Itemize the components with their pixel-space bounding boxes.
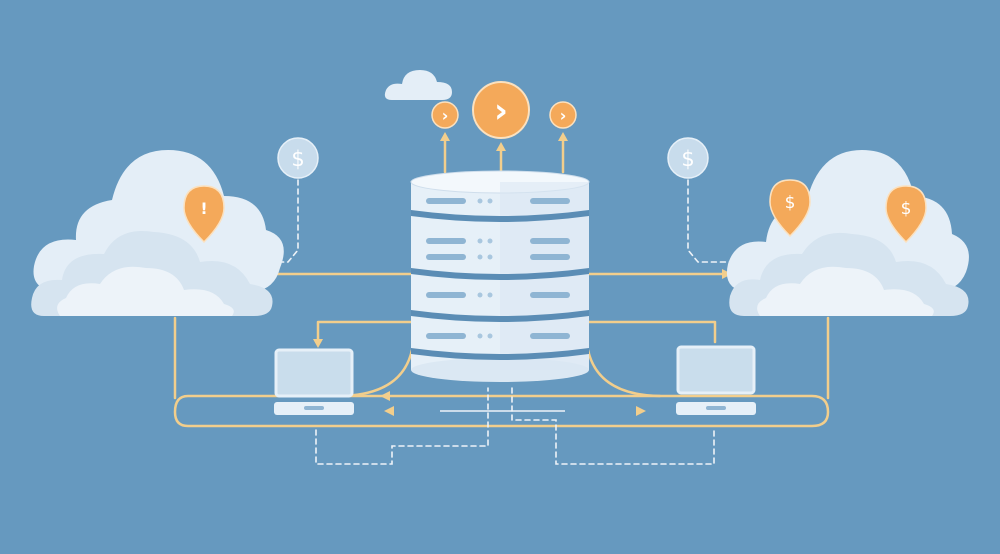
dashed-right-coin-to-cloud (687, 179, 731, 263)
pin-right-a (769, 179, 811, 238)
dollar-pin-icon: $ (901, 199, 912, 219)
server-led (477, 333, 483, 339)
server-led (477, 292, 483, 298)
dashed-bottom-right (511, 387, 715, 465)
server-band-2 (411, 268, 589, 280)
right-laptop-screen (676, 345, 756, 395)
right-laptop-trackpad (706, 406, 726, 410)
server-led (487, 238, 493, 244)
chevron-right-icon: › (560, 106, 567, 125)
server-slot (530, 333, 570, 339)
connector-server-to-left-laptop (316, 320, 414, 344)
server-stack (410, 170, 590, 382)
arrow-heads (313, 132, 732, 416)
pins: ! $ $ (183, 179, 927, 244)
server-led (477, 238, 483, 244)
arrow-head-loop-mid-right (636, 406, 646, 416)
chevron-right-icon: › (442, 106, 449, 125)
left-laptop-trackpad (304, 406, 324, 410)
left-laptop-screen (274, 348, 354, 398)
server-band-4 (411, 348, 589, 360)
server-led (487, 198, 493, 204)
server-slots (426, 198, 570, 339)
right-laptop (676, 345, 756, 415)
server-slot (426, 333, 466, 339)
pin-right-b (885, 185, 927, 244)
arrow-head-up-center (496, 142, 506, 151)
server-led (487, 333, 493, 339)
server-led (487, 254, 493, 260)
connector-lines (173, 136, 830, 428)
server-led (477, 254, 483, 260)
server-slot (530, 292, 570, 298)
arrow-head-loop-mid-left (384, 406, 394, 416)
arrow-head-up-right (558, 132, 568, 141)
arrow-head-left-laptop (313, 339, 323, 348)
dollar-icon: $ (291, 147, 304, 171)
coin-right (667, 137, 709, 179)
server-leds (477, 198, 493, 339)
info-pin-icon: ! (200, 199, 207, 218)
server-band-3 (411, 310, 589, 322)
server-slot (530, 198, 570, 204)
left-laptop (274, 348, 354, 415)
arrow-head-up-left (440, 132, 450, 141)
chevron-right-icon: › (494, 91, 508, 131)
small-cloud (384, 70, 452, 100)
left-cloud (31, 150, 284, 316)
dashed-bottom-left (315, 387, 489, 465)
output-badge-small-right (549, 101, 577, 129)
connector-server-right-curve (586, 348, 662, 398)
left-cloud-highlight (57, 266, 234, 316)
dollar-icon: $ (681, 147, 694, 171)
server-slot (426, 292, 466, 298)
server-slot (530, 254, 570, 260)
right-cloud (726, 150, 969, 316)
output-badge-main (472, 81, 530, 139)
connector-bottom-loop (173, 394, 830, 428)
server-led (477, 198, 483, 204)
server-led (487, 292, 493, 298)
server-slot (426, 198, 466, 204)
coin-left (277, 137, 319, 179)
pin-left (183, 185, 225, 244)
server-slot (426, 238, 466, 244)
output-badge-small-left (431, 101, 459, 129)
right-cloud-highlight (757, 266, 934, 316)
connector-server-to-right-laptop (586, 320, 717, 344)
arrow-head-loop-left (380, 391, 390, 401)
dollar-pin-icon: $ (785, 193, 796, 213)
output-badges: › › › (431, 81, 577, 139)
server-slot (530, 238, 570, 244)
server-band-1 (411, 210, 589, 222)
coins: $ $ (277, 137, 709, 179)
server-slot (426, 254, 466, 260)
